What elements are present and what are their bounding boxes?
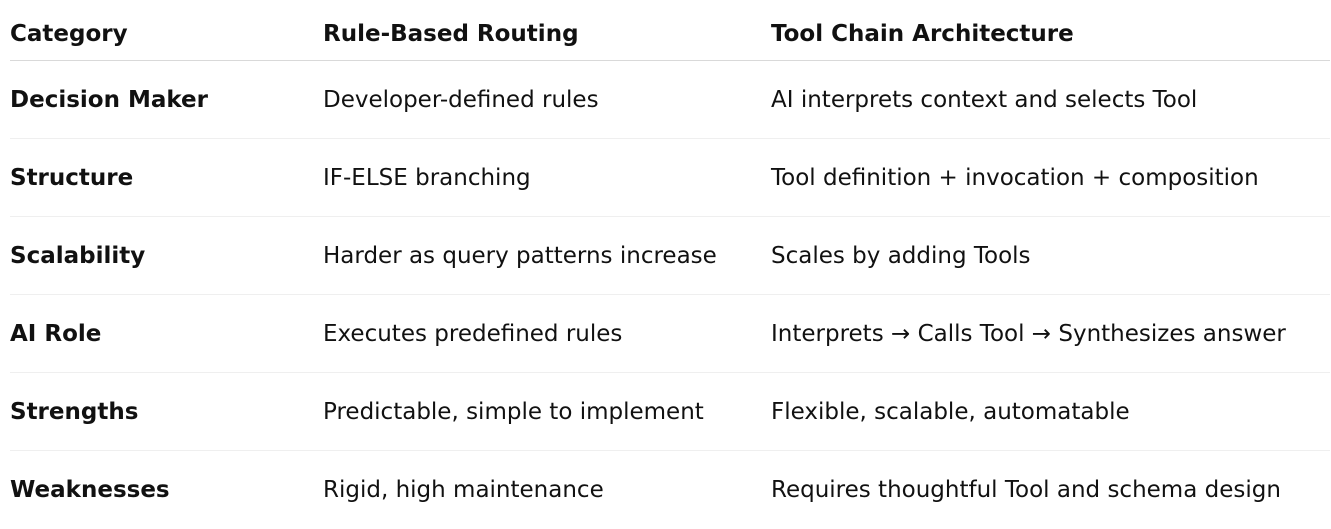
row-category: Weaknesses bbox=[10, 476, 170, 503]
table-row: Scalability Harder as query patterns inc… bbox=[10, 216, 1330, 295]
table-row: Strengths Predictable, simple to impleme… bbox=[10, 372, 1330, 451]
row-rule-based-cell: Predictable, simple to implement bbox=[323, 372, 771, 451]
header-rule-based-routing: Rule-Based Routing bbox=[323, 8, 771, 61]
row-tool-chain-cell: Requires thoughtful Tool and schema desi… bbox=[771, 476, 1281, 503]
row-rule-based-cell: Executes predefined rules bbox=[323, 294, 771, 373]
header-row: Category Rule-Based Routing Tool Chain A… bbox=[10, 8, 1330, 61]
row-rule-based-cell: Harder as query patterns increase bbox=[323, 216, 771, 295]
row-tool-chain-cell: Interprets → Calls Tool → Synthesizes an… bbox=[771, 294, 1330, 373]
row-rule-based-cell: Developer-defined rules bbox=[323, 60, 771, 139]
row-tool-chain-cell: Scales by adding Tools bbox=[771, 216, 1330, 295]
table-row: Weaknesses Rigid, high maintenance Requi… bbox=[10, 451, 1330, 529]
table-row: Decision Maker Developer-defined rules A… bbox=[10, 60, 1330, 139]
table-row: AI Role Executes predefined rules Interp… bbox=[10, 294, 1330, 373]
row-category: AI Role bbox=[10, 294, 323, 373]
table-header: Category Rule-Based Routing Tool Chain A… bbox=[10, 8, 1330, 61]
row-tool-chain-cell: AI interprets context and selects Tool bbox=[771, 60, 1330, 139]
row-rule-based-cell: Rigid, high maintenance bbox=[323, 476, 604, 503]
table-row: Structure IF-ELSE branching Tool definit… bbox=[10, 138, 1330, 217]
row-tool-chain-cell: Flexible, scalable, automatable bbox=[771, 372, 1330, 451]
row-category: Strengths bbox=[10, 372, 323, 451]
table-body: Decision Maker Developer-defined rules A… bbox=[10, 60, 1330, 529]
row-category: Structure bbox=[10, 138, 323, 217]
header-category: Category bbox=[10, 8, 323, 61]
row-tool-chain-cell: Tool definition + invocation + compositi… bbox=[771, 138, 1330, 217]
row-rule-based-cell: IF-ELSE branching bbox=[323, 138, 771, 217]
header-tool-chain-architecture: Tool Chain Architecture bbox=[771, 8, 1330, 61]
comparison-table: Category Rule-Based Routing Tool Chain A… bbox=[10, 8, 1330, 528]
row-category: Scalability bbox=[10, 216, 323, 295]
row-category: Decision Maker bbox=[10, 60, 323, 139]
